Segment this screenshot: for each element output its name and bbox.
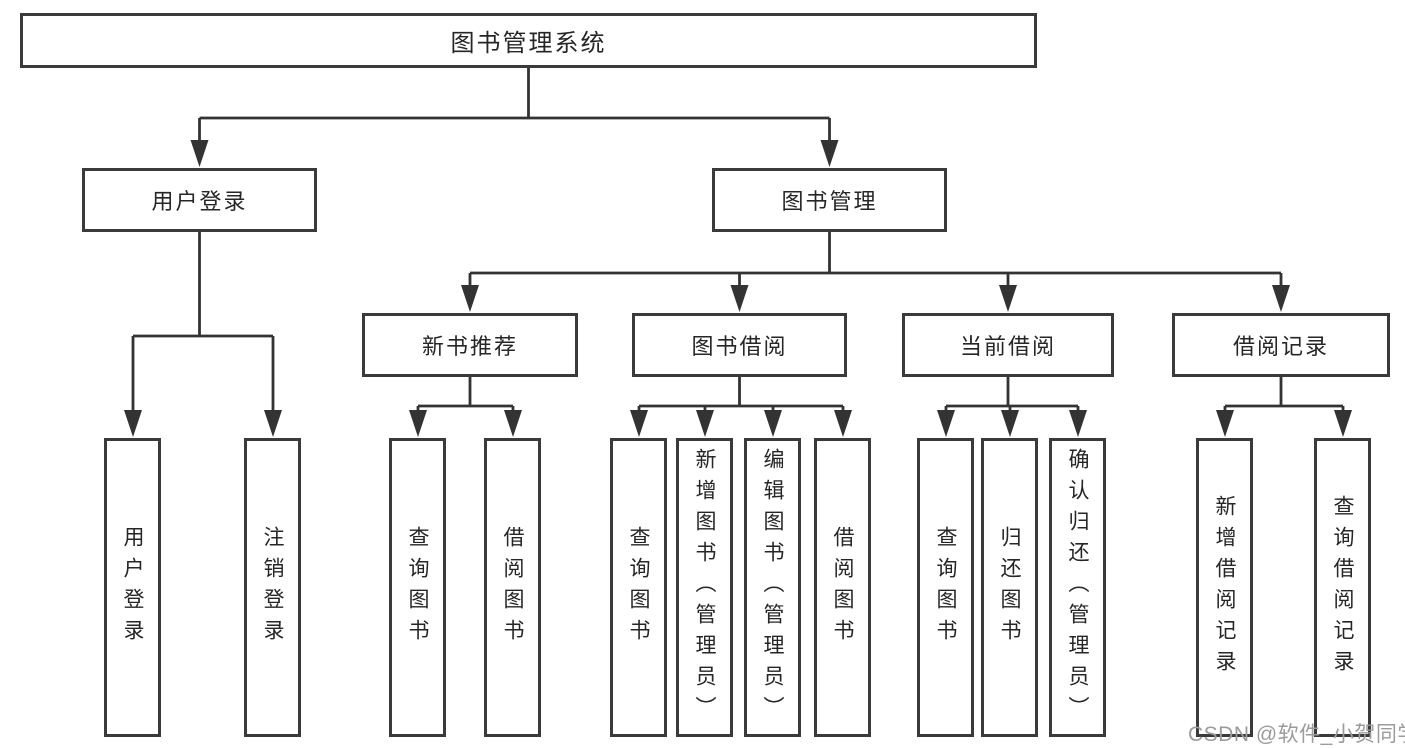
leaf-label: 用户登录 [121,525,144,650]
leaf-query-borrow-record: 查询借阅记录 [1314,438,1371,737]
leaf-label: 编辑图书（管理员） [761,448,784,727]
arrowheads [124,140,1352,437]
leaf-label: 新增图书（管理员） [693,448,716,727]
leaf-borrow-books-borrowing: 借阅图书 [814,438,871,737]
leaf-return-books: 归还图书 [981,438,1038,737]
leaf-label: 查询借阅记录 [1331,494,1354,681]
leaf-label: 新增借阅记录 [1213,494,1236,681]
leaf-label: 借阅图书 [831,525,854,650]
leaf-query-books-recommend: 查询图书 [389,438,446,737]
leaf-query-books-current: 查询图书 [917,438,974,737]
node-current-borrowing: 当前借阅 [902,313,1114,377]
leaf-query-books-borrowing: 查询图书 [610,438,667,737]
leaf-label: 确认归还（管理员） [1066,448,1089,727]
node-new-book-recommendation: 新书推荐 [362,313,578,377]
node-book-management: 图书管理 [712,168,947,232]
node-user-login: 用户登录 [82,168,317,232]
leaf-label: 注销登录 [261,525,284,650]
node-borrowing-record: 借阅记录 [1172,313,1390,377]
leaf-edit-books-admin: 编辑图书（管理员） [744,438,801,737]
node-book-borrowing: 图书借阅 [632,313,847,377]
leaf-label: 查询图书 [627,525,650,650]
leaf-label: 借阅图书 [501,525,524,650]
leaf-add-books-admin: 新增图书（管理员） [676,438,733,737]
watermark-csdn: CSDN @软件_小贺同学 [1188,723,1405,746]
leaf-confirm-return-admin: 确认归还（管理员） [1049,438,1106,737]
leaf-logout-login: 注销登录 [244,438,301,737]
leaf-borrow-books-recommend: 借阅图书 [484,438,541,737]
leaf-label: 查询图书 [934,525,957,650]
node-library-management-system: 图书管理系统 [20,13,1037,68]
leaf-label: 归还图书 [998,525,1021,650]
leaf-user-login: 用户登录 [104,438,161,737]
leaf-add-borrow-record: 新增借阅记录 [1196,438,1253,737]
leaf-label: 查询图书 [406,525,429,650]
